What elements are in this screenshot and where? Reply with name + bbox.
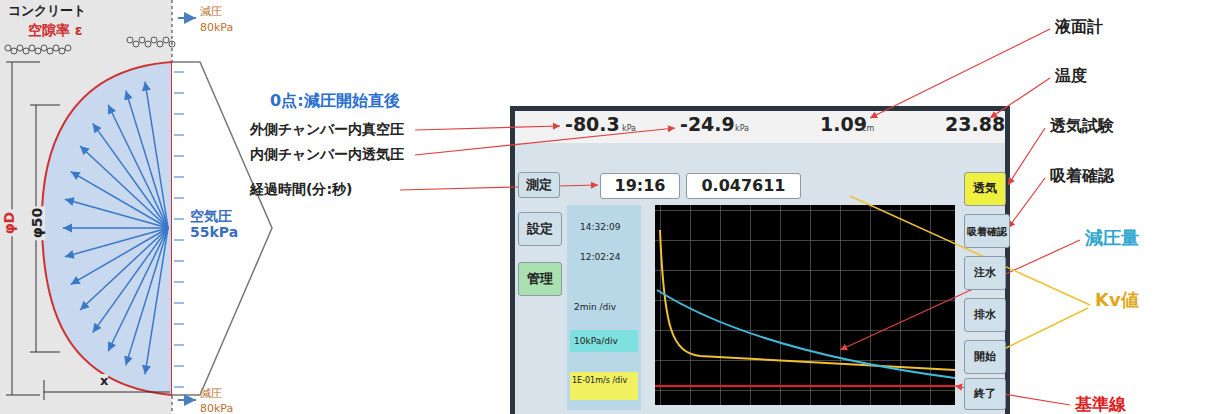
button-text: 開始 bbox=[974, 351, 996, 363]
legend-label: 減圧量 bbox=[1085, 228, 1139, 249]
button-text: 測定 bbox=[526, 178, 552, 192]
button-text: 排水 bbox=[974, 309, 996, 321]
button-text: 注水 bbox=[974, 267, 996, 279]
pressure-label: 80kPa bbox=[200, 22, 233, 35]
legend-label: Kv値 bbox=[1095, 290, 1139, 311]
callout: 経過時間(分:秒) bbox=[250, 181, 352, 197]
callout: 吸着確認 bbox=[1050, 167, 1114, 185]
unit: kPa bbox=[735, 124, 749, 133]
screen-button: 吸着確認 bbox=[964, 214, 1010, 248]
readout: -24.9 bbox=[680, 114, 735, 136]
screen-button: 測定 bbox=[518, 172, 560, 198]
pressure-label: 80kPa bbox=[200, 403, 233, 414]
info-cell: 10kPa/div bbox=[574, 336, 618, 346]
dimension: φ50 bbox=[29, 206, 45, 240]
unit: cm bbox=[862, 124, 874, 133]
screen-button: 排水 bbox=[964, 298, 1006, 332]
button-text: 19:16 bbox=[615, 177, 666, 195]
button-text: 吸着確認 bbox=[967, 226, 1007, 237]
value-box: 0.047611 bbox=[686, 173, 801, 199]
button-text: 管理 bbox=[527, 272, 553, 286]
callout: 透気試験 bbox=[1050, 117, 1114, 135]
pressure-label: 空気圧 55kPa bbox=[190, 208, 252, 240]
dimension: φD bbox=[1, 210, 17, 237]
legend-label: 基準線 bbox=[1075, 395, 1126, 414]
button-text: 透気 bbox=[973, 182, 997, 195]
button-text: 設定 bbox=[527, 222, 553, 236]
info-cell: 1E-01m/s /div bbox=[572, 376, 636, 385]
screen-button: 開始 bbox=[964, 340, 1006, 374]
note: 0点:減圧開始直後 bbox=[270, 92, 400, 110]
info-cell: 2min /div bbox=[574, 302, 616, 312]
screen-button: 透気 bbox=[964, 172, 1006, 206]
info-cell: 12:02:24 bbox=[580, 252, 620, 262]
screen-button: 終了 bbox=[964, 378, 1006, 410]
screen-button: 管理 bbox=[518, 262, 562, 296]
screen-button: 設定 bbox=[518, 212, 562, 246]
screen-button: 注水 bbox=[964, 256, 1006, 290]
part-name: コンクリート bbox=[8, 4, 86, 19]
value-box: 19:16 bbox=[600, 173, 680, 199]
callout: 温度 bbox=[1055, 67, 1087, 85]
callout: 液面計 bbox=[1055, 18, 1103, 36]
unit: kPa bbox=[622, 124, 636, 133]
readout: -80.3 bbox=[565, 114, 620, 136]
info-cell: 14:32:09 bbox=[580, 222, 620, 232]
button-text: 終了 bbox=[974, 388, 996, 400]
pressure-label: 減圧 bbox=[200, 6, 222, 19]
part-name: 空隙率 ε bbox=[28, 22, 83, 38]
pressure-label: 減圧 bbox=[200, 388, 222, 401]
dimension: x bbox=[100, 374, 108, 389]
button-text: 0.047611 bbox=[701, 177, 785, 195]
callout: 外側チャンバー内真空圧 bbox=[250, 121, 404, 137]
readout: 1.09 bbox=[820, 114, 867, 136]
readout: 23.88 bbox=[945, 114, 1005, 136]
callout: 内側チャンバー内透気圧 bbox=[250, 146, 404, 162]
